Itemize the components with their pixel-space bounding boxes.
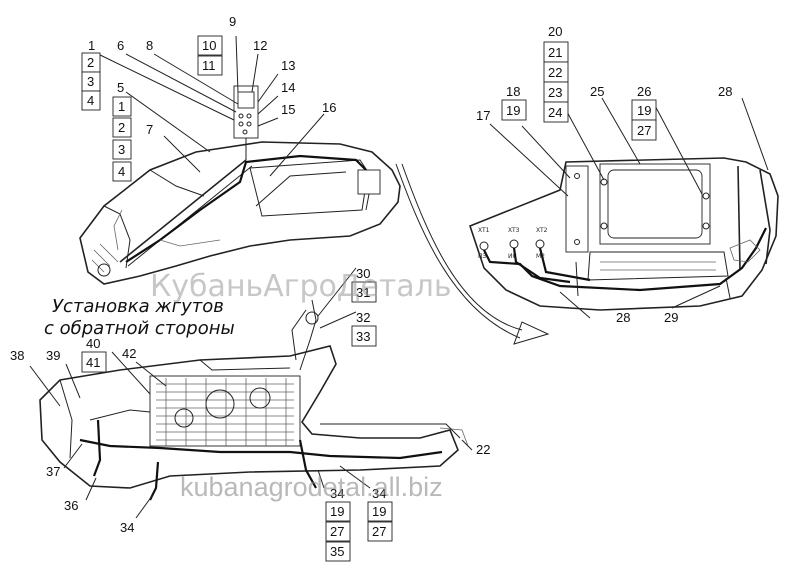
lower-assembly	[39, 299, 469, 501]
caption: Установка жгутов с обратной стороны	[44, 296, 235, 339]
callout-12: 12	[253, 38, 267, 53]
callout-21: 21	[548, 45, 562, 60]
callout-5-3: 3	[118, 142, 125, 157]
top-right-leaders	[489, 97, 769, 319]
connector-sub-m2: М2	[536, 253, 545, 260]
callout-5-4: 4	[118, 164, 125, 179]
connector-sub-pe: ПЭ	[478, 253, 487, 260]
callout-37: 37	[46, 464, 60, 479]
callout-34-left: 34	[120, 520, 134, 535]
caption-line-1: Установка жгутов	[52, 296, 224, 317]
callout-9: 9	[229, 14, 236, 29]
callout-27-b: 27	[372, 524, 386, 539]
callout-14: 14	[281, 80, 295, 95]
callout-25: 25	[590, 84, 604, 99]
callout-18: 18	[506, 84, 520, 99]
watermark-center: КубаньАгроДеталь	[150, 269, 452, 304]
callout-2: 2	[87, 55, 94, 70]
callout-24: 24	[548, 105, 562, 120]
callout-34-b: 34	[372, 486, 386, 501]
callout-7: 7	[146, 122, 153, 137]
connector-sub-is: ИС	[508, 253, 517, 260]
top-left-leaders	[95, 35, 325, 177]
callout-6: 6	[117, 38, 124, 53]
callout-23: 23	[548, 85, 562, 100]
caption-line-2: с обратной стороны	[44, 318, 235, 339]
callout-19-a: 19	[330, 504, 344, 519]
transition-arrow	[395, 163, 550, 345]
upper-right-assembly	[469, 157, 779, 311]
callout-38: 38	[10, 348, 24, 363]
callout-34-a: 34	[330, 486, 344, 501]
callout-30: 30	[356, 266, 370, 281]
callout-16: 16	[322, 100, 336, 115]
top-right-callouts: 17 18 19 20 21 22 23 24 25 26 19 27 28 2…	[476, 24, 732, 325]
upper-left-assembly	[79, 141, 401, 285]
callout-29: 29	[664, 310, 678, 325]
callout-17: 17	[476, 108, 490, 123]
callout-22-lower: 22	[476, 442, 490, 457]
callout-28-top: 28	[718, 84, 732, 99]
top-left-callouts: 1 2 3 4 5 1 2 3 4 6 7 8 9 10 11 12 13 14…	[81, 14, 336, 182]
callout-40: 40	[86, 336, 100, 351]
callout-31: 31	[356, 285, 370, 300]
lower-leaders	[29, 267, 473, 519]
callout-3: 3	[87, 74, 94, 89]
callout-27-a: 27	[330, 524, 344, 539]
callout-19: 19	[506, 103, 520, 118]
connector-labels: XT1 XT3 XT2 ПЭ ИС М2	[478, 227, 548, 260]
callout-5: 5	[117, 80, 124, 95]
callout-36: 36	[64, 498, 78, 513]
watermark-bottom: kubanagrodetal.all.biz	[180, 472, 443, 502]
callout-39: 39	[46, 348, 60, 363]
callout-15: 15	[281, 102, 295, 117]
control-panel	[233, 85, 259, 160]
callout-32: 32	[356, 310, 370, 325]
callout-8: 8	[146, 38, 153, 53]
callout-4: 4	[87, 93, 94, 108]
callout-13: 13	[281, 58, 295, 73]
callout-28-mid: 28	[616, 310, 630, 325]
callout-33: 33	[356, 329, 370, 344]
callout-20: 20	[548, 24, 562, 39]
callout-1: 1	[88, 38, 95, 53]
callout-41: 41	[86, 355, 100, 370]
callout-10: 10	[202, 38, 216, 53]
watermarks: КубаньАгроДеталь kubanagrodetal.all.biz	[150, 269, 452, 502]
callout-11: 11	[202, 58, 216, 73]
callout-26-19: 19	[637, 103, 651, 118]
connector-xt3: XT3	[508, 227, 520, 234]
callout-26: 26	[637, 84, 651, 99]
lower-callouts: 30 31 32 33 38 39 40 41 42 37 36 34 22 3…	[10, 266, 490, 562]
connector-xt2: XT2	[536, 227, 548, 234]
callout-22: 22	[548, 65, 562, 80]
callout-5-1: 1	[118, 99, 125, 114]
callout-19-b: 19	[372, 504, 386, 519]
callout-26-27: 27	[637, 123, 651, 138]
callout-5-2: 2	[118, 120, 125, 135]
callout-42: 42	[122, 346, 136, 361]
connector-xt1: XT1	[478, 227, 490, 234]
callout-35: 35	[330, 544, 344, 559]
